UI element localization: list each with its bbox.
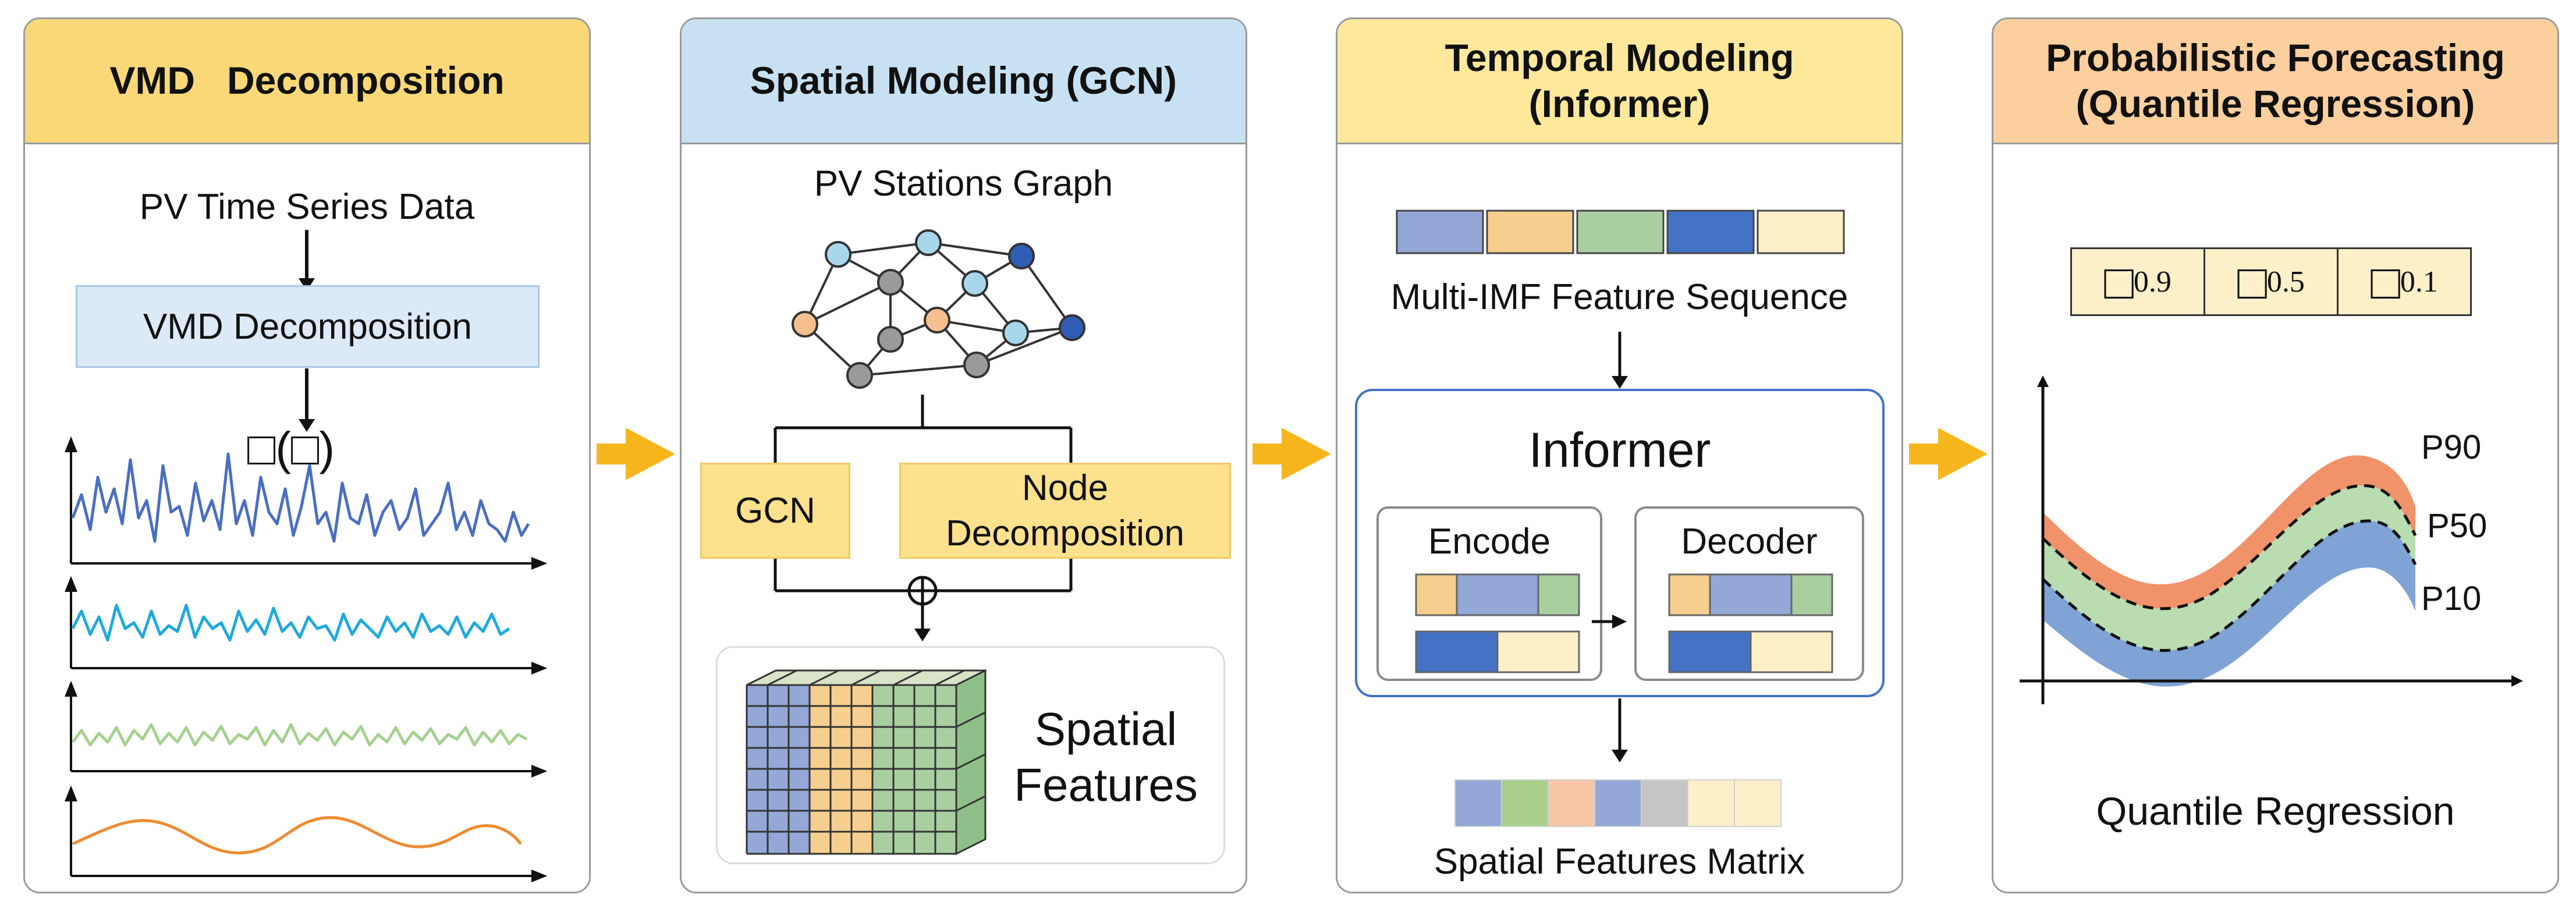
vmd-panel-header: VMD Decomposition bbox=[25, 19, 589, 144]
informer-label: Informer bbox=[1528, 423, 1711, 477]
graph-label: PV Stations Graph bbox=[814, 164, 1113, 204]
vmd-process-label: VMD Decomposition bbox=[143, 306, 473, 347]
encoder-box bbox=[1376, 506, 1602, 681]
prob-panel-header: Probabilistic Forecasting (Quantile Regr… bbox=[1993, 19, 2557, 144]
imf-4-line bbox=[72, 816, 522, 854]
quantile-sub-0.9: 0.9 bbox=[2133, 265, 2171, 299]
quantile-cell-0.5: □ 0.5 bbox=[2205, 249, 2339, 314]
spatial-panel-header: Spatial Modeling (GCN) bbox=[682, 19, 1246, 144]
spatial-features-label: Spatial Features bbox=[1014, 703, 1198, 811]
matrix-label: Spatial Features Matrix bbox=[1434, 842, 1805, 882]
p90-label: P90 bbox=[2421, 428, 2482, 466]
pv-time-series-label: PV Time Series Data bbox=[139, 187, 475, 227]
quantile-sub-0.1: 0.1 bbox=[2400, 265, 2438, 299]
p50-band bbox=[2043, 485, 2415, 651]
prob-panel: Probabilistic Forecasting (Quantile Regr… bbox=[1992, 17, 2559, 893]
p50-p10-dashed-line bbox=[2042, 519, 2417, 652]
quantile-cell-0.1: □ 0.1 bbox=[2339, 249, 2470, 314]
node-decomposition-label: Node Decomposition bbox=[945, 468, 1185, 553]
temporal-panel-header: Temporal Modeling (Informer) bbox=[1337, 19, 1901, 144]
quantile-symbol-0.9: □ bbox=[2104, 254, 2134, 309]
imf-2-line bbox=[71, 604, 510, 642]
imf-3-line bbox=[72, 723, 528, 747]
informer-container bbox=[1355, 389, 1885, 697]
imf-symbol: □(□) bbox=[247, 423, 335, 474]
flow-arrow-2 bbox=[1252, 428, 1331, 480]
vmd-panel: VMD Decomposition bbox=[23, 17, 591, 893]
decoder-label: Decoder bbox=[1681, 521, 1818, 562]
temporal-panel-title: Temporal Modeling (Informer) bbox=[1445, 36, 1794, 125]
vmd-panel-title: VMD Decomposition bbox=[109, 59, 505, 102]
gcn-box: GCN bbox=[700, 463, 850, 559]
p10-band bbox=[2043, 521, 2415, 687]
quantile-symbol-0.5: □ bbox=[2237, 254, 2267, 309]
gcn-label: GCN bbox=[735, 491, 815, 531]
p50-label: P50 bbox=[2427, 507, 2488, 545]
node-decomposition-box: Node Decomposition bbox=[899, 463, 1231, 559]
imf-1-line bbox=[71, 452, 530, 543]
quantile-regression-caption: Quantile Regression bbox=[2096, 789, 2455, 833]
quantile-symbol-0.1: □ bbox=[2371, 254, 2400, 309]
sequence-label: Multi-IMF Feature Sequence bbox=[1390, 277, 1848, 317]
flow-arrow-3 bbox=[1909, 428, 1988, 480]
quantile-table: □ 0.9 □ 0.5 □ 0.1 bbox=[2070, 247, 2472, 316]
spatial-panel-title: Spatial Modeling (GCN) bbox=[750, 59, 1177, 102]
vmd-process-box: VMD Decomposition bbox=[76, 285, 540, 368]
p10-label: P10 bbox=[2421, 580, 2482, 618]
decoder-box bbox=[1634, 506, 1864, 681]
quantile-sub-0.5: 0.5 bbox=[2266, 265, 2305, 299]
p90-band bbox=[2043, 455, 2415, 609]
prob-panel-title: Probabilistic Forecasting (Quantile Regr… bbox=[2046, 36, 2505, 125]
encoder-label: Encode bbox=[1428, 521, 1551, 562]
p90-p50-dashed-line bbox=[2042, 484, 2417, 611]
quantile-cell-0.9: □ 0.9 bbox=[2072, 249, 2205, 314]
spatial-features-container bbox=[716, 646, 1225, 864]
flow-arrow-1 bbox=[597, 428, 675, 480]
